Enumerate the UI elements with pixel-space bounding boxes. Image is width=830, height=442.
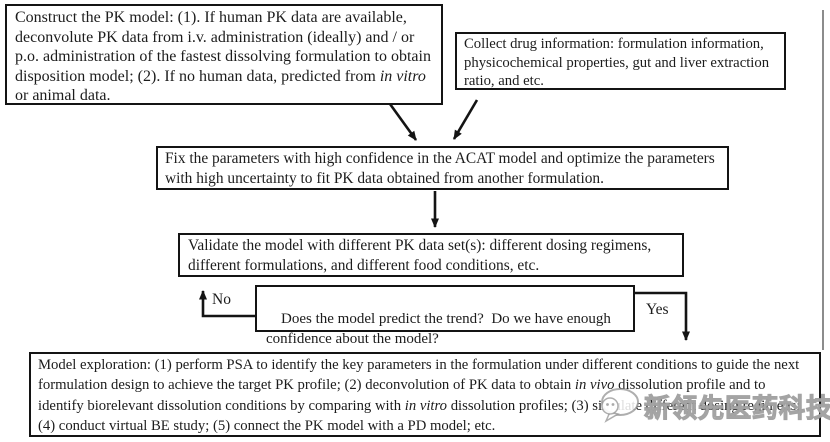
exploration-text: Model exploration: (1) perform PSA to id…: [38, 357, 800, 394]
arrow-collect-to-fix: [452, 99, 479, 140]
collect-text: Collect drug information: formulation in…: [464, 36, 770, 90]
arrow-construct-to-fix: [388, 103, 418, 141]
construct-pk-model-box: Construct the PK model: (1). If human PK…: [5, 4, 443, 105]
no-branch-label: No: [212, 291, 231, 308]
exploration-italic-in-vivo: in vivo: [574, 377, 615, 394]
fix-parameters-box: Fix the parameters with high confidence …: [156, 146, 729, 190]
validate-text: Validate the model with different PK dat…: [188, 237, 652, 274]
yes-branch-label: Yes: [646, 301, 669, 318]
construct-italic-in-vitro: in vitro: [379, 67, 426, 85]
validate-model-box: Validate the model with different PK dat…: [178, 233, 684, 277]
decision-box: Does the model predict the trend? Do we …: [255, 285, 635, 347]
exploration-italic-in-vitro: in vitro: [404, 397, 448, 414]
construct-text-end: or animal data.: [15, 87, 111, 105]
fix-text: Fix the parameters with high confidence …: [165, 150, 715, 187]
decision-text: Does the model predict the trend? Do we …: [266, 311, 615, 347]
exploration-text-mid: dissolution profile and to identify bior…: [38, 377, 766, 414]
construct-text: Construct the PK model: (1). If human PK…: [15, 9, 431, 85]
model-exploration-box: Model exploration: (1) perform PSA to id…: [29, 352, 821, 437]
collect-drug-information-box: Collect drug information: formulation in…: [455, 32, 786, 90]
